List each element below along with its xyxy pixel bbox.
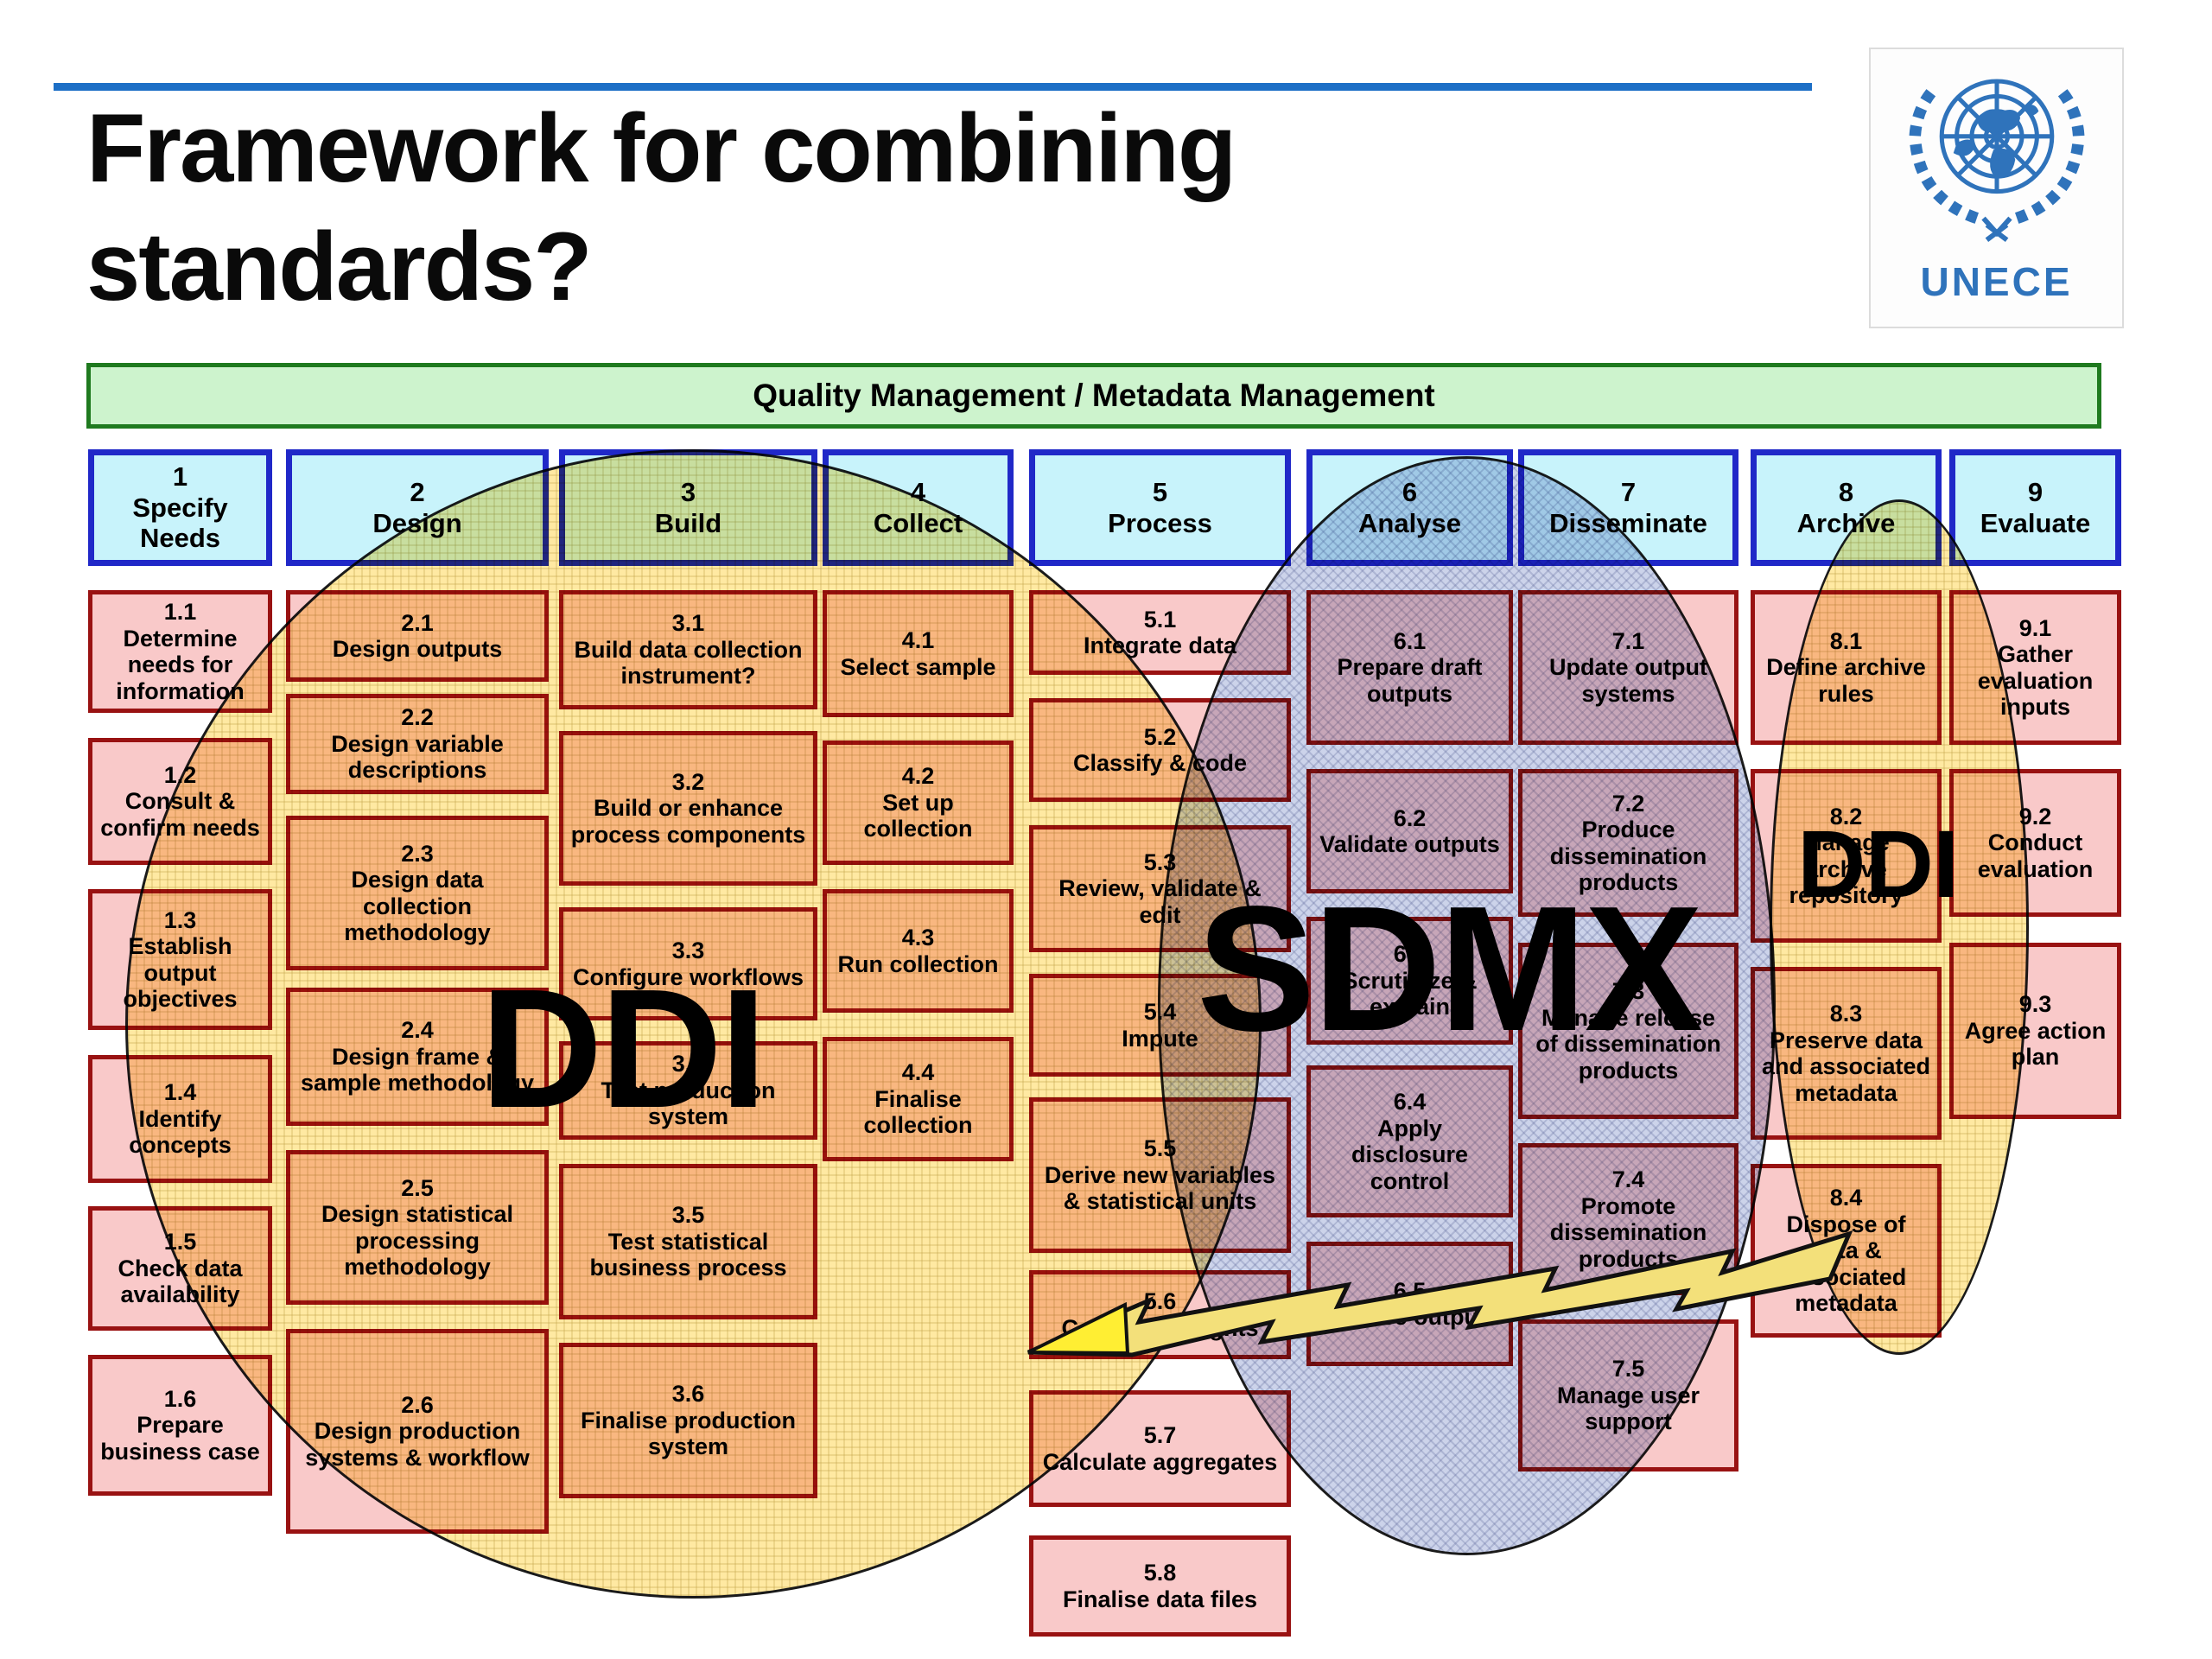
ddi-label-left: DDI bbox=[480, 954, 767, 1143]
phase-name: Evaluate bbox=[1980, 507, 2091, 538]
process-code: 9.1 bbox=[2018, 614, 2052, 641]
process-label: Prepare business case bbox=[100, 1412, 260, 1465]
title-line-2: standards? bbox=[86, 212, 593, 321]
phase-number: 5 bbox=[1152, 476, 1168, 507]
title-rule bbox=[54, 83, 1812, 91]
process-code: 5.1 bbox=[1143, 606, 1177, 632]
phase-number: 2 bbox=[410, 476, 425, 507]
phase-name: Process bbox=[1108, 507, 1212, 538]
unece-logo: UNECE bbox=[1869, 48, 2124, 328]
process-label: Calculate aggregates bbox=[1042, 1448, 1278, 1475]
ddi-label-right: DDI bbox=[1797, 811, 1959, 918]
sdmx-label: SDMX bbox=[1197, 869, 1703, 1068]
quality-management-banner: Quality Management / Metadata Management bbox=[86, 363, 2101, 429]
phase-name: Specify Needs bbox=[132, 492, 228, 554]
un-emblem-icon bbox=[1908, 79, 2085, 242]
process-code: 1.1 bbox=[163, 599, 197, 625]
process-label: Finalise data files bbox=[1062, 1586, 1258, 1612]
process-label: Determine needs for information bbox=[116, 625, 245, 704]
phase-number: 1 bbox=[172, 461, 188, 493]
title-line-1: Framework for combining bbox=[86, 94, 1236, 202]
ddi-ellipse-left bbox=[125, 449, 1262, 1599]
phase-number: 9 bbox=[2027, 476, 2044, 507]
unece-wordmark: UNECE bbox=[1920, 259, 2073, 304]
ddi-ellipse-right bbox=[1770, 499, 2029, 1355]
phase-number: 7 bbox=[1620, 476, 1637, 507]
process-code: 5.7 bbox=[1143, 1422, 1177, 1448]
phase-number: 8 bbox=[1838, 476, 1854, 507]
banner-label: Quality Management / Metadata Management bbox=[753, 378, 1435, 413]
process-code: 1.6 bbox=[163, 1385, 197, 1412]
process-code: 5.8 bbox=[1143, 1560, 1177, 1586]
sdmx-ellipse bbox=[1158, 456, 1776, 1555]
